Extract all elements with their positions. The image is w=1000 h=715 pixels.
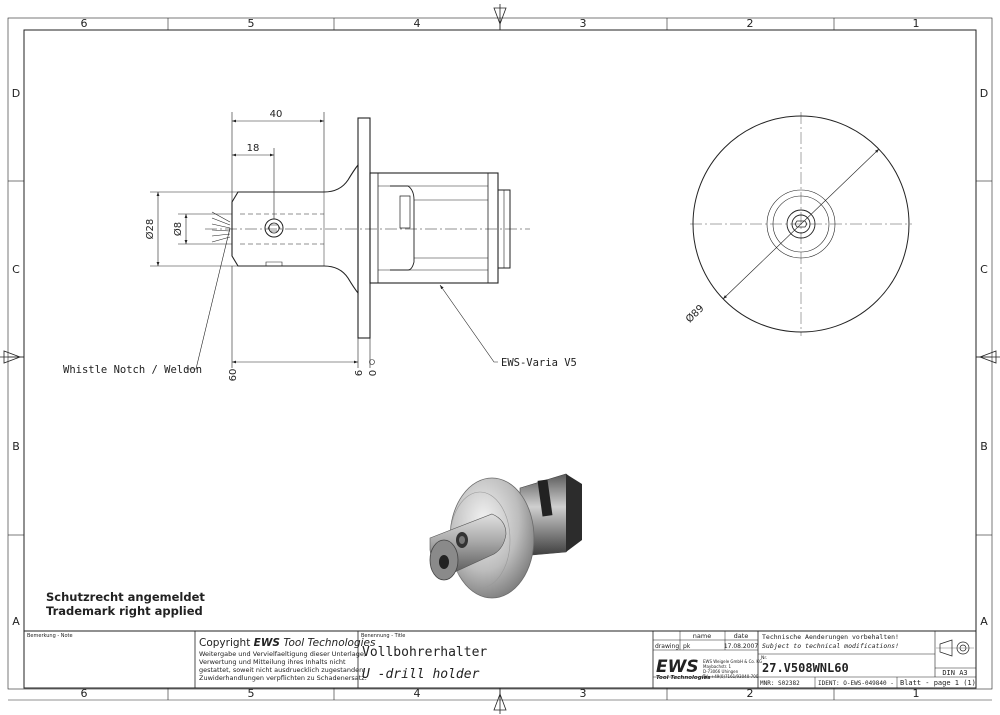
title-german: Vollbohrerhalter <box>362 645 487 660</box>
ews-logo: EWS <box>656 657 699 677</box>
grid-column-label: 6 <box>81 687 88 700</box>
company-line: Tel. +49(0)7161/93040-700 <box>702 674 759 679</box>
ident: IDENT: O-EWS-049840 - <box>818 680 894 687</box>
drawn-by: pk <box>683 643 691 650</box>
grid-column-label: 1 <box>913 17 920 30</box>
dimension-40: 40 <box>270 109 283 120</box>
grid-column-label: 3 <box>580 687 587 700</box>
title-label: Benennung - Title <box>361 633 405 639</box>
copyright-line: Verwertung und Mitteilung ihres Inhalts … <box>199 658 346 666</box>
grid-column-label: 1 <box>913 687 920 700</box>
notice-line-2: Trademark right applied <box>46 604 203 618</box>
company-line: D-73066 Uhingen <box>703 669 739 674</box>
grid-column-label: 5 <box>248 687 255 700</box>
grid-row-label: B <box>980 440 988 453</box>
dimension-dia-8: Ø8 <box>172 222 184 236</box>
company-line: EWS Weigele GmbH & Co. KG <box>703 659 762 664</box>
grid-row-label: A <box>12 615 20 628</box>
note-label: Bemerkung - Note <box>27 633 73 639</box>
sheet-number: Blatt - page 1 (1) <box>900 679 976 687</box>
grid-row-label: C <box>12 263 20 276</box>
grid-row-label: D <box>980 87 988 100</box>
dimension-6: 6 <box>354 370 365 376</box>
drawing-label: drawing <box>655 643 679 650</box>
part-number: 27.V508WNL60 <box>762 661 849 675</box>
drawing-date: 17.08.2007 <box>724 643 759 650</box>
change-notice-en: Subject to technical modifications! <box>762 642 899 650</box>
dimension-0: 0 <box>368 370 379 376</box>
grid-row-label: D <box>12 87 20 100</box>
name-header: name <box>693 632 711 640</box>
grid-column-label: 4 <box>414 17 421 30</box>
end-view <box>690 112 912 336</box>
dimension-dia-89: Ø89 <box>683 302 706 325</box>
grid-labels: 6 5 4 3 2 1 6 5 4 3 2 1 D C B A D C B A <box>12 17 988 700</box>
copyright-heading: Copyright EWS Tool Technologies <box>199 637 376 649</box>
ews-varia-callout: EWS-Varia V5 <box>501 357 577 369</box>
grid-column-label: 2 <box>747 687 754 700</box>
title-block <box>24 630 976 688</box>
part-number-label: Nr. <box>761 655 767 661</box>
notice-line-1: Schutzrecht angemeldet <box>46 590 205 604</box>
copyright-line: Weitergabe und Vervielfaeltigung dieser … <box>199 650 366 658</box>
copyright-line: Zuwiderhandlungen verpflichten zu Schade… <box>199 674 367 682</box>
title-english: U -drill holder <box>362 667 480 682</box>
grid-column-label: 6 <box>81 17 88 30</box>
change-notice-de: Technische Aenderungen vorbehalten! <box>762 633 899 641</box>
mnr: MNR: S02382 <box>760 680 800 687</box>
dimension-texts: 40 18 Ø28 Ø8 60 6 0 Whistle Notch / Weld… <box>63 109 577 381</box>
side-view-dimensions <box>150 112 498 370</box>
grid-column-label: 3 <box>580 17 587 30</box>
date-header: date <box>734 632 749 640</box>
grid-row-label: C <box>980 263 988 276</box>
centering-marks <box>0 4 1000 714</box>
grid-row-label: A <box>980 615 988 628</box>
paper-format: DIN A3 <box>942 669 967 677</box>
copyright-line: gestattet, soweit nicht ausdruecklich zu… <box>199 666 365 674</box>
isometric-render <box>429 473 582 599</box>
dimension-dia-28: Ø28 <box>144 219 156 240</box>
grid-column-label: 2 <box>747 17 754 30</box>
dimension-18: 18 <box>247 143 260 154</box>
ews-logo-subtitle: Tool Technologies <box>656 675 711 681</box>
trademark-notice: Schutzrecht angemeldet Trademark right a… <box>46 590 205 618</box>
grid-column-label: 5 <box>248 17 255 30</box>
whistle-notch-callout: Whistle Notch / Weldon <box>63 364 202 376</box>
grid-row-label: B <box>12 440 20 453</box>
title-block-texts: Bemerkung - Note Copyright EWS Tool Tech… <box>27 632 976 687</box>
company-line: Maybachstr. 1 <box>703 664 731 669</box>
side-view <box>205 117 530 339</box>
dimension-60: 60 <box>228 369 239 382</box>
grid-column-label: 4 <box>414 687 421 700</box>
